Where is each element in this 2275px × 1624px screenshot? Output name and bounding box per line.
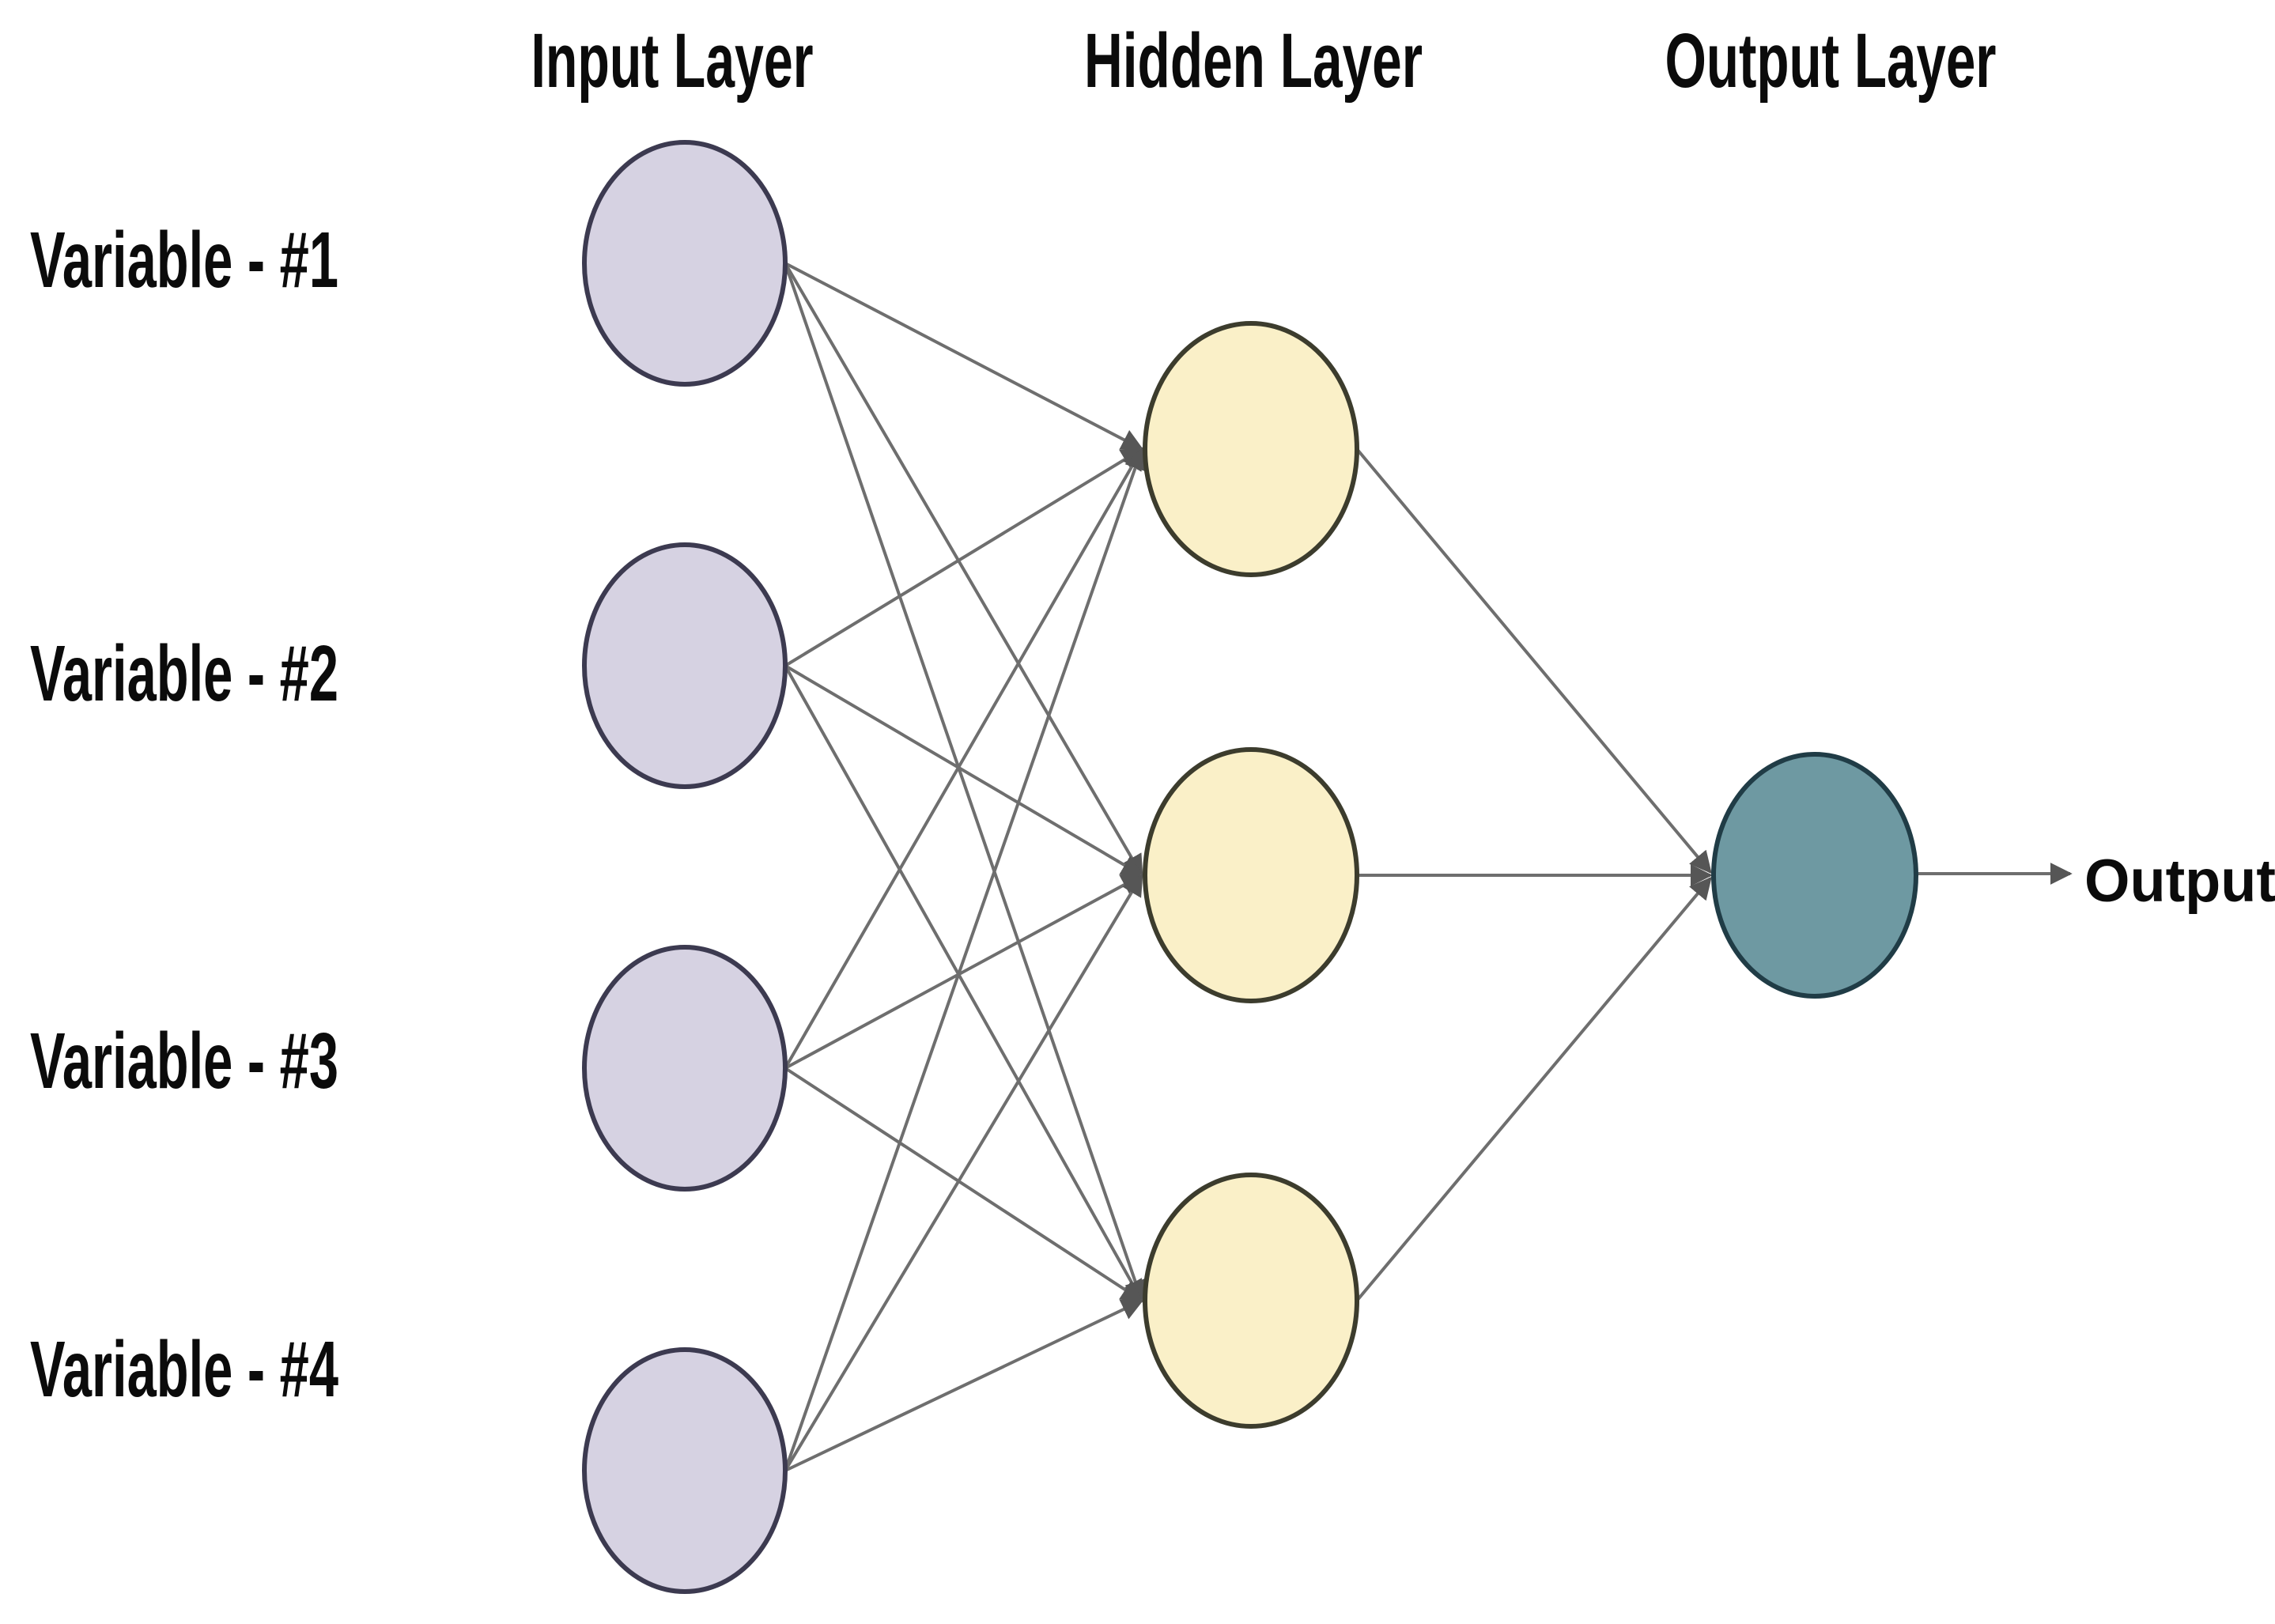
edge-input3-hidden3 xyxy=(784,1067,1144,1302)
edges-input-to-hidden xyxy=(784,262,1147,1472)
hidden-layer-title: Hidden Layer xyxy=(1084,17,1423,104)
edge-input1-hidden3 xyxy=(784,262,1147,1303)
node-output xyxy=(1711,752,1918,999)
edge-input3-hidden1 xyxy=(784,447,1143,1069)
output-layer-title: Output Layer xyxy=(1665,17,1997,104)
variable-2-label: Variable - #2 xyxy=(30,629,338,718)
layer-titles: Input Layer Hidden Layer Output Layer xyxy=(531,17,1997,104)
edge-input2-hidden1 xyxy=(784,448,1144,667)
variable-3-label: Variable - #3 xyxy=(30,1017,338,1105)
edge-input4-hidden1 xyxy=(784,447,1146,1471)
output-label: Output xyxy=(2084,848,2275,915)
node-input-3 xyxy=(582,945,788,1192)
input-layer-nodes xyxy=(582,140,788,1594)
edge-input2-hidden3 xyxy=(784,665,1143,1303)
edge-input1-hidden1 xyxy=(784,262,1144,451)
edge-input4-hidden2 xyxy=(784,873,1143,1472)
node-hidden-3 xyxy=(1143,1173,1359,1429)
node-input-4 xyxy=(582,1347,788,1594)
edge-input1-hidden2 xyxy=(784,262,1143,878)
node-input-2 xyxy=(582,542,788,789)
edge-input3-hidden2 xyxy=(784,874,1144,1070)
input-layer-title: Input Layer xyxy=(531,17,814,104)
edges-hidden-to-output xyxy=(1355,448,1713,1302)
edge-hidden1-output xyxy=(1355,448,1712,874)
edge-input2-hidden2 xyxy=(784,664,1144,877)
node-hidden-2 xyxy=(1143,747,1359,1003)
variable-1-label: Variable - #1 xyxy=(30,216,338,304)
variable-4-label: Variable - #4 xyxy=(30,1325,338,1414)
node-hidden-1 xyxy=(1143,321,1359,577)
edge-input4-hidden3 xyxy=(784,1299,1144,1472)
node-input-1 xyxy=(582,140,788,387)
input-variable-labels: Variable - #1 Variable - #2 Variable - #… xyxy=(30,216,338,1414)
hidden-layer-nodes xyxy=(1143,321,1359,1429)
edge-hidden3-output xyxy=(1355,876,1712,1302)
